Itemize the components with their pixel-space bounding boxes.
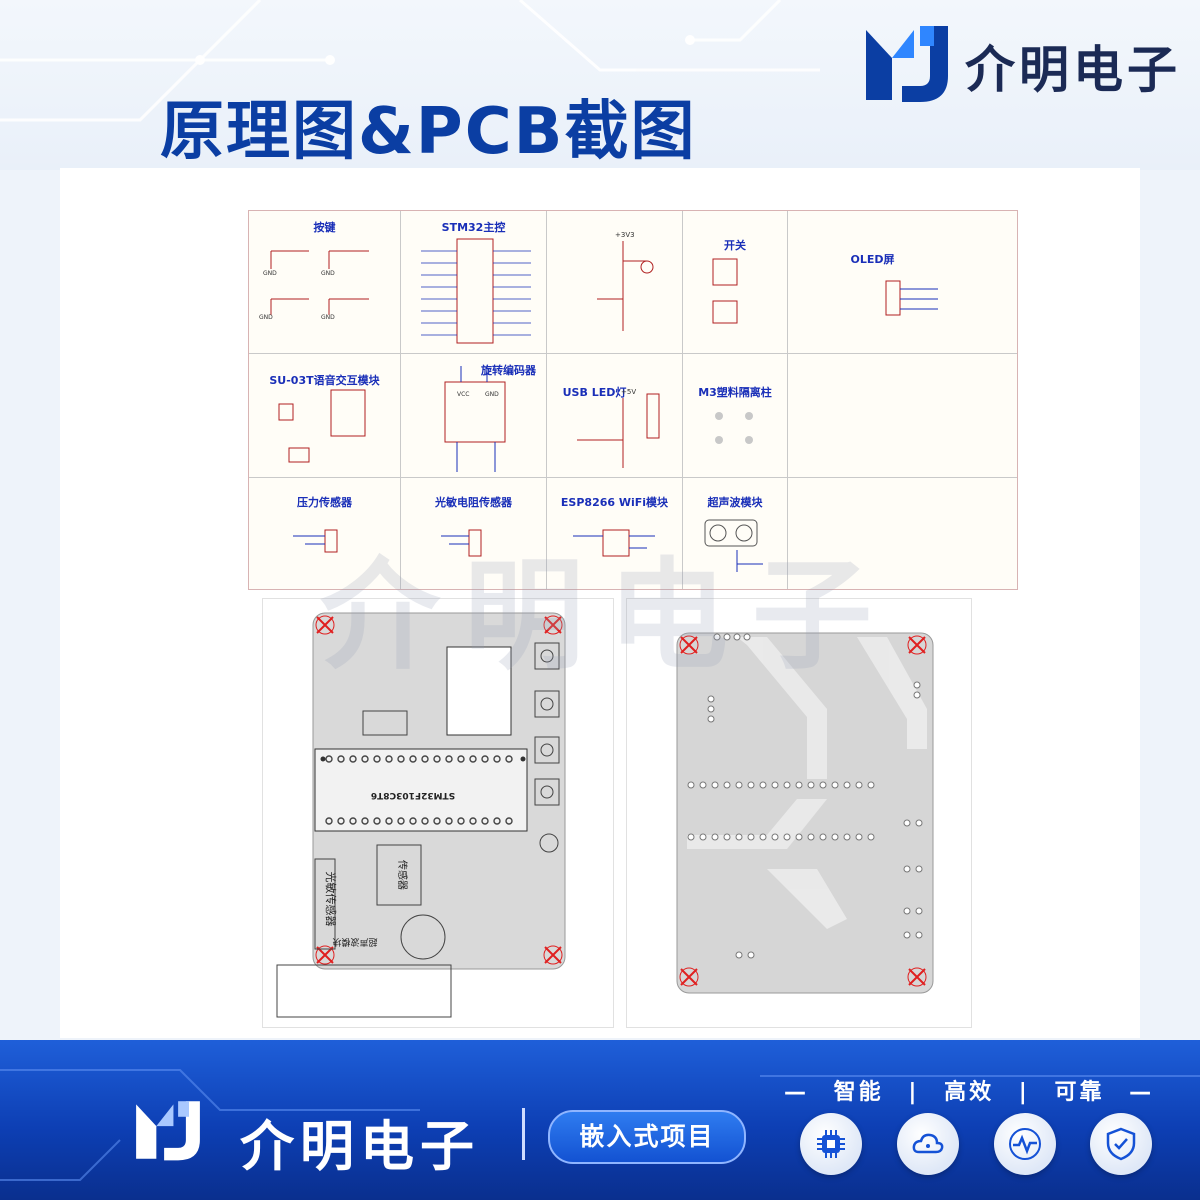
schematic-cell-buttons: 按键 GND GND GND GND <box>249 211 401 354</box>
schematic-cell-encoder: 旋转编码器 VCC GND <box>401 354 547 478</box>
encoder-symbol: VCC GND <box>444 366 506 472</box>
v5-label: +5V <box>621 388 636 396</box>
schematic-cell-usb-led: USB LED灯 +5V <box>547 354 683 478</box>
svg-text:GND: GND <box>321 314 335 321</box>
cell-title: 开关 <box>724 239 746 252</box>
schematic-cell-pressure: 压力传感器 <box>249 478 401 589</box>
pcb-top-view: STM32F103C8T6 光敏传感器 传感器 超声波模块 <box>262 598 614 1028</box>
project-type-badge: 嵌入式项目 <box>548 1110 746 1164</box>
cell-title: OLED屏 <box>850 253 895 266</box>
light-sensor-symbol <box>441 529 482 557</box>
usb-led-circuit: +5V <box>577 388 660 468</box>
gnd-label: GND <box>485 391 499 398</box>
pcb-chip-label: STM32F103C8T6 <box>371 790 455 800</box>
schematic-cell-empty <box>788 354 1017 478</box>
button-circuit: GND GND GND GND <box>259 250 369 321</box>
schematic-cell-buzzer: +3V3 <box>547 211 683 354</box>
schematic-cell-ultrasonic: 超声波模块 <box>683 478 788 589</box>
cell-title: 光敏电阻传感器 <box>435 496 512 509</box>
schematic-sheet: 按键 GND GND GND GND STM32主控 +3V3 开关 <box>248 210 1018 590</box>
cell-title: USB LED灯 <box>562 386 627 399</box>
voice-module-symbol <box>278 389 366 463</box>
vcc-label: VCC <box>457 391 469 398</box>
pulse-icon <box>994 1113 1056 1175</box>
cell-title: 压力传感器 <box>297 496 352 509</box>
watermark-text: 介明电子 <box>320 547 896 686</box>
schematic-cell-light-sensor: 光敏电阻传感器 <box>401 478 547 589</box>
brand-name-top: 介明电子 <box>965 41 1181 99</box>
pcb-sensor-label-1: 光敏传感器 <box>324 872 338 927</box>
svg-text:GND: GND <box>321 270 335 277</box>
cell-title: 按键 <box>313 221 336 234</box>
schematic-cell-standoffs: M3塑料隔离柱 <box>683 354 788 478</box>
shield-icon <box>1090 1113 1152 1175</box>
footer-divider <box>522 1108 525 1160</box>
schematic-cell-esp8266: ESP8266 WiFi模块 <box>547 478 683 589</box>
brand-logo-bottom-icon <box>136 1101 200 1161</box>
svg-text:GND: GND <box>263 270 277 277</box>
oled-symbol <box>885 280 938 316</box>
cell-title: M3塑料隔离柱 <box>698 386 772 399</box>
stm32-symbol <box>421 238 531 344</box>
cloud-icon <box>897 1113 959 1175</box>
schematic-cell-voice: SU-03T语音交互模块 <box>249 354 401 478</box>
chip-icon <box>800 1113 862 1175</box>
svg-text:GND: GND <box>259 314 273 321</box>
tagline: — 智能 | 高效 | 可靠 — <box>784 1080 1155 1105</box>
switch-circuit <box>712 258 738 324</box>
pcb-bottom-view <box>626 598 972 1028</box>
pressure-sensor-symbol <box>293 529 338 553</box>
schematic-cell-stm32: STM32主控 <box>401 211 547 354</box>
cell-title: STM32主控 <box>441 221 506 234</box>
cell-title: SU-03T语音交互模块 <box>269 374 380 387</box>
schematic-cell-switch: 开关 <box>683 211 788 354</box>
brand-name-bottom: 介明电子 <box>240 1115 480 1178</box>
schematic-cell-oled: OLED屏 <box>788 211 1017 354</box>
tag-reliable: 可靠 <box>1054 1080 1105 1105</box>
cell-title: 旋转编码器 <box>481 364 536 377</box>
buzzer-circuit: +3V3 <box>597 231 654 331</box>
cell-title: ESP8266 WiFi模块 <box>560 496 669 509</box>
page-title: 原理图&PCB截图 <box>160 95 697 169</box>
pcb-sensor-label-2: 传感器 <box>396 860 409 890</box>
esp8266-symbol <box>573 529 655 557</box>
tag-smart: 智能 <box>833 1080 884 1105</box>
pcb-bottom-label: 超声波模块 <box>332 936 377 948</box>
standoff-symbols <box>715 412 753 444</box>
v33-label: +3V3 <box>615 231 635 239</box>
ultrasonic-symbol <box>704 519 763 572</box>
cell-title: 超声波模块 <box>707 496 763 509</box>
brand-logo-icon <box>866 26 948 102</box>
tag-efficient: 高效 <box>944 1080 995 1105</box>
header-background <box>0 0 1200 170</box>
